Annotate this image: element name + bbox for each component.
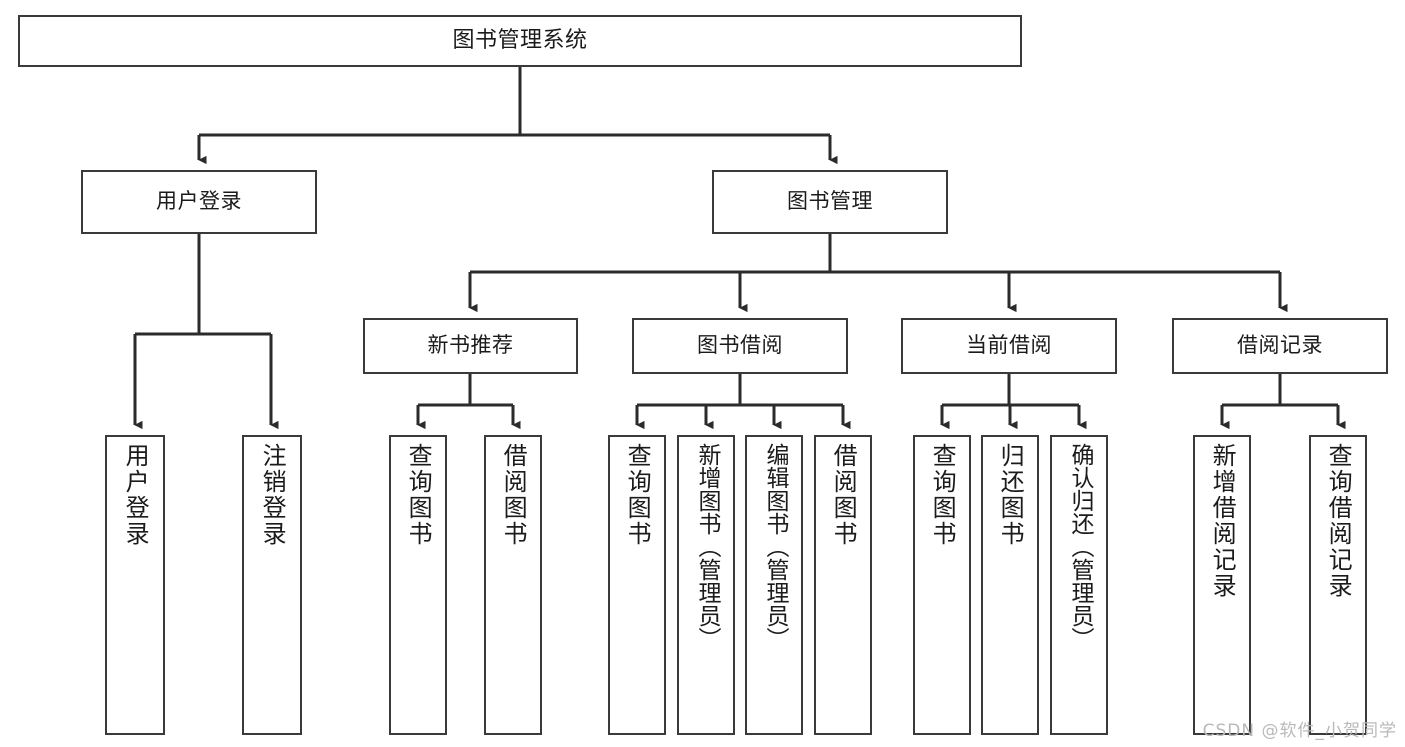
node-label: 借阅记录 <box>1237 333 1323 358</box>
node-label: 用户登录 <box>156 189 242 214</box>
node-borrow-record[interactable]: 借阅记录 <box>1172 318 1388 374</box>
node-label: 借阅图书 <box>829 443 858 547</box>
node-label: 查询图书 <box>404 443 433 547</box>
node-new-book-recommendation[interactable]: 新书推荐 <box>363 318 578 374</box>
node-label: 新增图书（管理员） <box>693 443 720 650</box>
leaf-borrow-books-recommend[interactable]: 借阅图书 <box>484 435 542 735</box>
node-label: 归还图书 <box>996 443 1025 547</box>
node-label: 查询借阅记录 <box>1324 443 1353 599</box>
leaf-query-books-current[interactable]: 查询图书 <box>913 435 971 735</box>
leaf-confirm-return-admin[interactable]: 确认归还（管理员） <box>1050 435 1108 735</box>
leaf-query-borrow-record[interactable]: 查询借阅记录 <box>1309 435 1367 735</box>
leaf-return-books[interactable]: 归还图书 <box>981 435 1039 735</box>
node-label: 图书管理系统 <box>452 27 588 53</box>
leaf-logout[interactable]: 注销登录 <box>242 435 302 735</box>
leaf-add-borrow-record[interactable]: 新增借阅记录 <box>1193 435 1251 735</box>
node-label: 当前借阅 <box>966 333 1052 358</box>
node-label: 查询图书 <box>928 443 957 547</box>
node-label: 图书借阅 <box>697 333 783 358</box>
leaf-add-book-admin[interactable]: 新增图书（管理员） <box>677 435 735 735</box>
node-user-login[interactable]: 用户登录 <box>81 170 317 234</box>
node-label: 新书推荐 <box>427 333 514 358</box>
node-label: 图书管理 <box>787 189 873 214</box>
node-label: 注销登录 <box>258 443 287 547</box>
leaf-edit-book-admin[interactable]: 编辑图书（管理员） <box>745 435 803 735</box>
node-label: 查询图书 <box>623 443 652 547</box>
csdn-watermark: CSDN @软件_小贺同学 <box>1202 721 1397 741</box>
node-label: 用户登录 <box>121 443 150 547</box>
node-label: 新增借阅记录 <box>1208 443 1237 599</box>
leaf-query-books-recommend[interactable]: 查询图书 <box>389 435 447 735</box>
node-root-library-management-system[interactable]: 图书管理系统 <box>18 15 1022 67</box>
node-label: 借阅图书 <box>499 443 528 547</box>
node-label: 确认归还（管理员） <box>1066 443 1093 650</box>
node-label: 编辑图书（管理员） <box>761 443 788 650</box>
leaf-user-login[interactable]: 用户登录 <box>105 435 165 735</box>
node-book-management[interactable]: 图书管理 <box>712 170 948 234</box>
node-current-borrowing[interactable]: 当前借阅 <box>901 318 1117 374</box>
leaf-borrow-books[interactable]: 借阅图书 <box>814 435 872 735</box>
leaf-query-books-borrow[interactable]: 查询图书 <box>608 435 666 735</box>
node-book-borrowing[interactable]: 图书借阅 <box>632 318 848 374</box>
